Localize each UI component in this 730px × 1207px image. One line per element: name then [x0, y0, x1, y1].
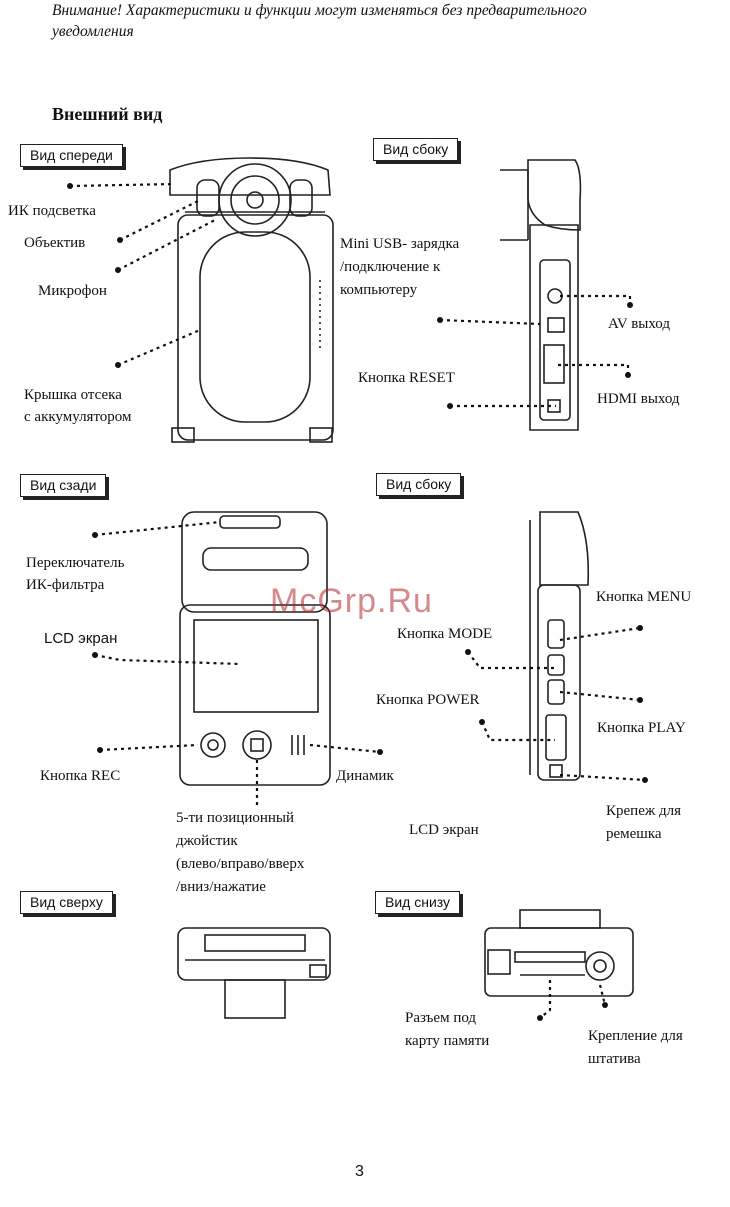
view-side1-label: Вид сбоку [373, 138, 459, 161]
label-lcd-back: LCD экран [44, 630, 118, 647]
view-top-label: Вид сверху [20, 891, 113, 914]
label-speaker: Динамик [336, 768, 394, 784]
label-rec: Кнопка REC [40, 768, 121, 784]
bottom-view-drawing [484, 909, 634, 997]
label-microphone: Микрофон [38, 283, 107, 299]
label-ir-light: ИК подсветка [8, 203, 96, 219]
label-usb-1: Mini USB- зарядка [340, 236, 460, 252]
view-back-label: Вид сзади [20, 474, 107, 497]
label-ir-switch-2: ИК-фильтра [26, 577, 105, 593]
page-number: 3 [355, 1163, 364, 1180]
label-joystick-4: /вниз/нажатие [176, 879, 266, 895]
label-card-slot-1: Разъем под [405, 1010, 477, 1026]
notice-text: Внимание! Характеристики и функции могут… [52, 2, 587, 40]
label-tripod-1: Крепление для [588, 1028, 683, 1044]
label-lens: Объектив [24, 235, 86, 251]
leader-dots [67, 183, 648, 1021]
label-strap-1: Крепеж для [606, 803, 681, 819]
view-front-label: Вид спереди [20, 144, 123, 167]
view-bottom-label: Вид снизу [375, 891, 461, 914]
side2-view-drawing [529, 511, 590, 781]
label-usb-3: компьютеру [340, 282, 418, 298]
label-ir-switch-1: Переключатель [26, 555, 125, 571]
label-mode: Кнопка MODE [397, 626, 493, 642]
label-card-slot-2: карту памяти [405, 1033, 490, 1049]
label-battery-cover-2: с аккумулятором [24, 409, 132, 425]
front-view-drawing [169, 157, 334, 443]
section-heading: Внешний вид [52, 104, 163, 124]
label-joystick-1: 5-ти позиционный [176, 810, 295, 826]
watermark: McGrp.Ru [270, 582, 433, 620]
label-play: Кнопка PLAY [597, 720, 686, 736]
label-av-out: AV выход [608, 316, 670, 332]
label-hdmi-out: HDMI выход [597, 391, 680, 407]
label-strap-2: ремешка [606, 826, 662, 842]
label-power: Кнопка POWER [376, 692, 480, 708]
label-usb-2: /подключение к [340, 259, 441, 275]
label-joystick-3: (влево/вправо/вверх [176, 856, 305, 872]
label-tripod-2: штатива [588, 1051, 641, 1067]
view-side2-label: Вид сбоку [376, 473, 462, 496]
leader-lines [69, 182, 646, 1019]
label-menu: Кнопка MENU [596, 589, 692, 605]
label-battery-cover-1: Крышка отсека [24, 387, 122, 403]
back-view-drawing [179, 511, 331, 786]
label-joystick-2: джойстик [176, 833, 238, 849]
label-reset: Кнопка RESET [358, 370, 455, 386]
side1-view-drawing [500, 159, 582, 431]
top-view-drawing [177, 927, 331, 1019]
label-lcd-side: LCD экран [409, 822, 479, 838]
